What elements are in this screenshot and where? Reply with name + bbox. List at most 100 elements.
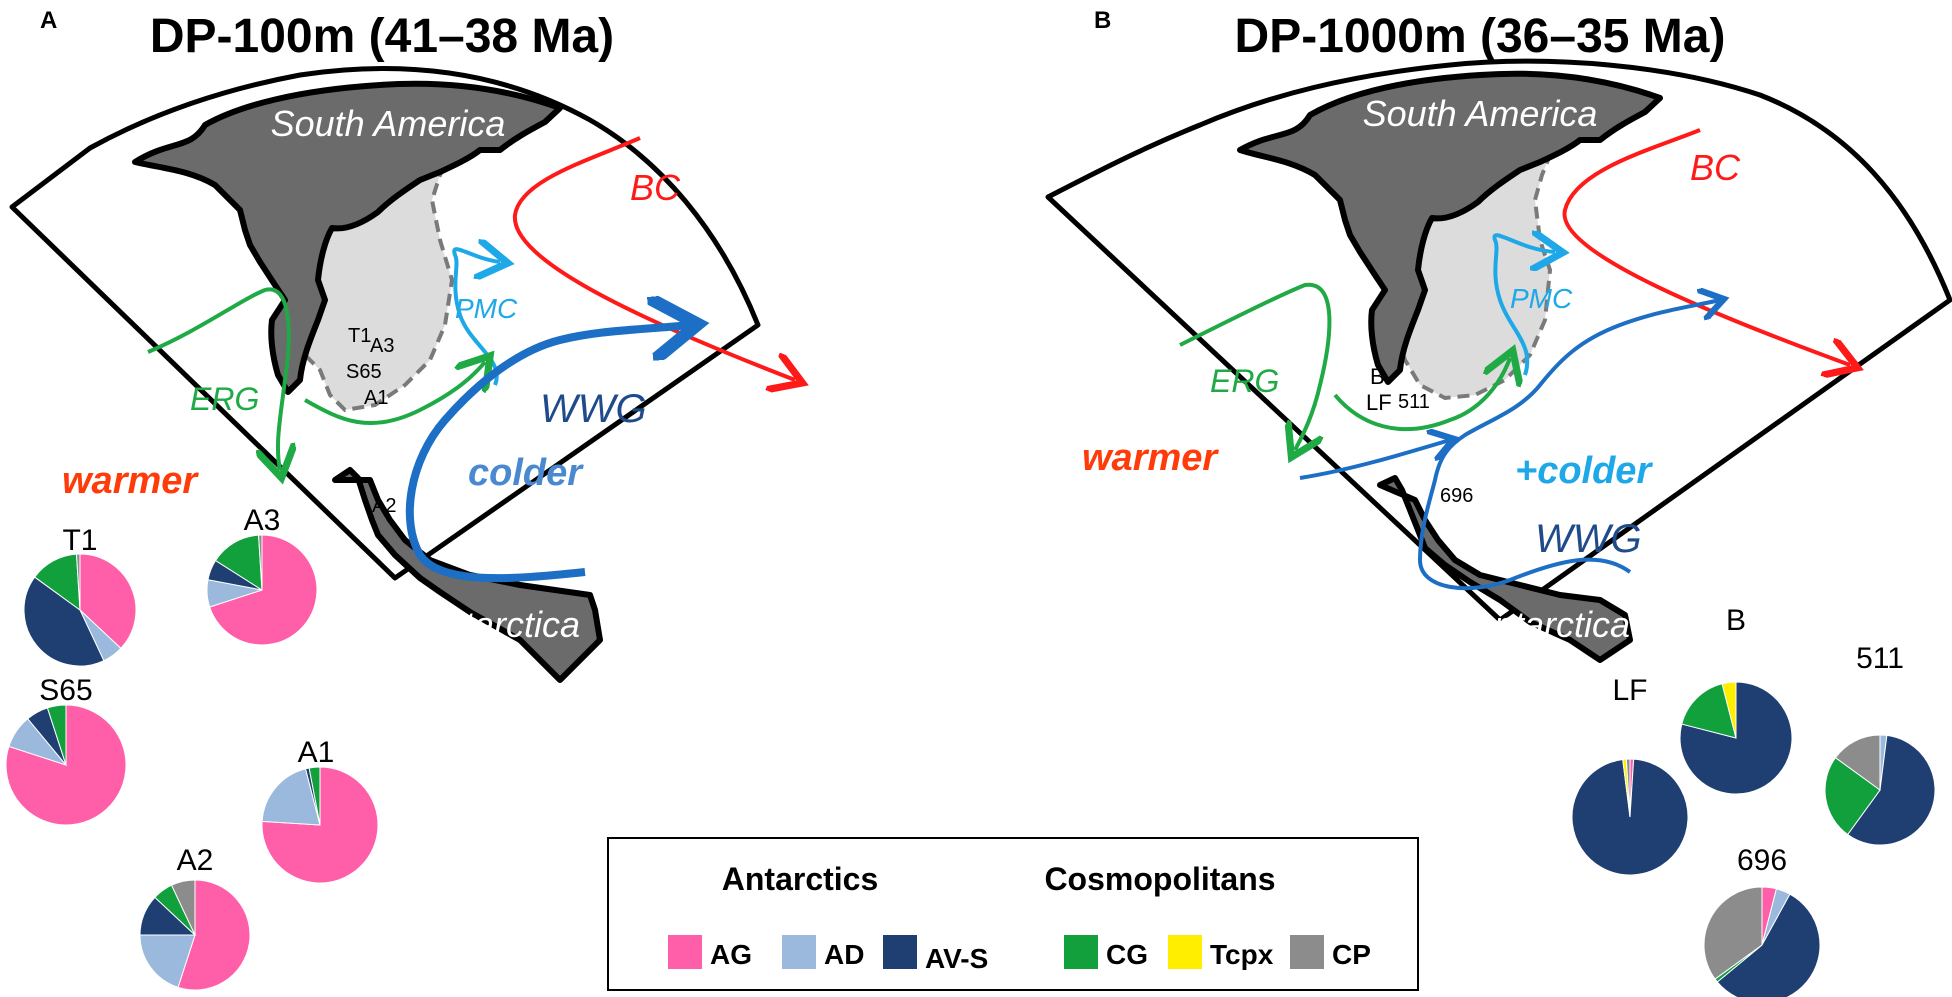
pie-slice-696-cp — [1703, 886, 1763, 980]
panel-a-south-america — [132, 80, 563, 395]
pie-t1: T1 — [23, 524, 137, 667]
legend-header-cosmopolitans: Cosmopolitans — [1044, 861, 1275, 897]
panel-a-site-a2: A2 — [372, 495, 396, 517]
pie-slice-696-av-s — [1716, 893, 1821, 997]
pie-label-511: 511 — [1856, 642, 1904, 675]
panel-b-letter: B — [1094, 7, 1111, 34]
pie-slice-b-tcpx — [1721, 681, 1737, 739]
panel-b-antarctica — [1377, 475, 1633, 663]
pie-slice-lf-av-s — [1571, 758, 1689, 876]
pie-lf: LF — [1571, 674, 1689, 876]
panel-a-wwg-current — [405, 325, 690, 583]
pie-slice-a1-cg — [308, 766, 321, 826]
legend-header-antarctics: Antarctics — [722, 861, 879, 897]
panel-a-warmer-label: warmer — [62, 460, 199, 502]
panel-a-wwg-label: WWG — [540, 387, 647, 431]
pie-label-b: B — [1726, 604, 1746, 637]
pie-slice-t1-av-s — [23, 576, 105, 667]
legend-label-ad: AD — [824, 939, 864, 970]
pie-slice-a3-cp — [258, 534, 263, 591]
pie-label-a2: A2 — [177, 844, 214, 877]
panel-a-label-antarctica: Antarctica — [418, 604, 580, 645]
pie-slice-a3-cg — [214, 534, 263, 591]
legend-label-avs: AV-S — [925, 943, 988, 974]
legend-label-ag: AG — [710, 939, 752, 970]
pie-slice-a1-ad — [261, 768, 321, 826]
legend-label-cp: CP — [1332, 939, 1371, 970]
legend: Antarctics Cosmopolitans AG AD AV-S CG T… — [607, 837, 1419, 991]
panel-a-site-t1: T1 — [348, 325, 371, 347]
panel-a-erg-north — [304, 362, 485, 425]
legend-label-cg: CG — [1106, 939, 1148, 970]
panel-b: B DP-1000m (36–35 Ma) South America Anta… — [1045, 7, 1952, 663]
panel-b-pmc-current — [1492, 235, 1555, 376]
panel-b-bc-current — [1562, 128, 1850, 365]
pie-label-s65: S65 — [39, 674, 92, 707]
pie-696: 696 — [1703, 844, 1821, 997]
legend-swatch-ag — [668, 935, 702, 969]
panel-a-pmc-label: PMC — [455, 293, 518, 324]
pie-slice-b-cg — [1681, 683, 1737, 739]
panel-b-shelf — [1393, 126, 1564, 401]
pie-a3: A3 — [206, 504, 318, 646]
pie-s65: S65 — [5, 674, 127, 826]
pie-slice-a3-ag — [209, 534, 318, 646]
panel-a-letter: A — [40, 7, 57, 34]
panel-b-colder-label: +colder — [1515, 450, 1653, 492]
pie-slice-a2-cp — [170, 879, 196, 936]
panel-b-south-america — [1237, 70, 1663, 385]
pie-a2: A2 — [139, 844, 251, 991]
panel-b-site-b: B — [1370, 364, 1385, 389]
panel-b-erg-label: ERG — [1210, 363, 1279, 399]
pie-label-a1: A1 — [298, 736, 335, 769]
panel-a: A DP-100m (41–38 Ma) South America Antar… — [9, 7, 795, 683]
pie-slice-s65-cg — [46, 704, 67, 766]
panel-a-erg-main — [147, 287, 289, 470]
panel-b-erg-north — [1333, 358, 1510, 432]
panel-b-site-696: 696 — [1440, 485, 1473, 507]
panel-b-wwg-label: WWG — [1535, 517, 1642, 561]
pie-slice-511-av-s — [1846, 734, 1936, 846]
pie-slice-t1-ag — [79, 553, 137, 650]
panel-b-label-south-america: South America — [1363, 93, 1598, 134]
pie-511: 511 — [1824, 642, 1936, 846]
panel-b-title: DP-1000m (36–35 Ma) — [1235, 10, 1726, 63]
pie-label-lf: LF — [1612, 674, 1647, 707]
pie-slice-511-cp — [1834, 734, 1881, 791]
pie-slice-s65-ag — [5, 704, 127, 826]
panel-b-site-511: 511 — [1398, 391, 1430, 413]
panel-a-shelf — [282, 126, 464, 413]
pie-label-t1: T1 — [62, 524, 97, 557]
pie-slice-t1-cp — [75, 553, 81, 611]
panel-b-pmc-label: PMC — [1510, 283, 1573, 314]
panel-a-site-s65: S65 — [346, 361, 382, 383]
panel-b-bc-label: BC — [1690, 147, 1741, 188]
panel-b-site-lf: LF — [1366, 390, 1392, 415]
pie-label-a3: A3 — [244, 504, 281, 537]
pie-slice-a2-ad — [139, 934, 196, 988]
pie-b: B — [1679, 604, 1793, 795]
legend-swatch-tcpx — [1168, 935, 1202, 969]
legend-box — [607, 837, 1419, 991]
legend-swatch-ad — [782, 935, 816, 969]
pie-slice-a2-ag — [177, 879, 251, 991]
pie-slice-511-cg — [1824, 756, 1881, 836]
panel-a-colder-label: colder — [468, 452, 584, 494]
panel-a-label-south-america: South America — [271, 103, 506, 144]
pie-label-696: 696 — [1737, 844, 1787, 877]
panel-b-wwg-branch — [1299, 440, 1450, 480]
panel-a-site-a1: A1 — [364, 387, 388, 409]
pie-slice-lf-cp — [1625, 758, 1631, 818]
panel-b-erg-main — [1179, 282, 1332, 450]
pie-a1: A1 — [261, 736, 379, 884]
panel-b-warmer-label: warmer — [1082, 437, 1219, 479]
panel-b-label-antarctica: Antarctica — [1468, 604, 1630, 645]
panel-a-bc-label: BC — [630, 167, 681, 208]
legend-swatch-avs — [883, 935, 917, 969]
legend-label-tcpx: Tcpx — [1210, 939, 1274, 970]
panel-a-title: DP-100m (41–38 Ma) — [150, 10, 614, 63]
panel-a-erg-label: ERG — [190, 381, 259, 417]
legend-swatch-cg — [1064, 935, 1098, 969]
